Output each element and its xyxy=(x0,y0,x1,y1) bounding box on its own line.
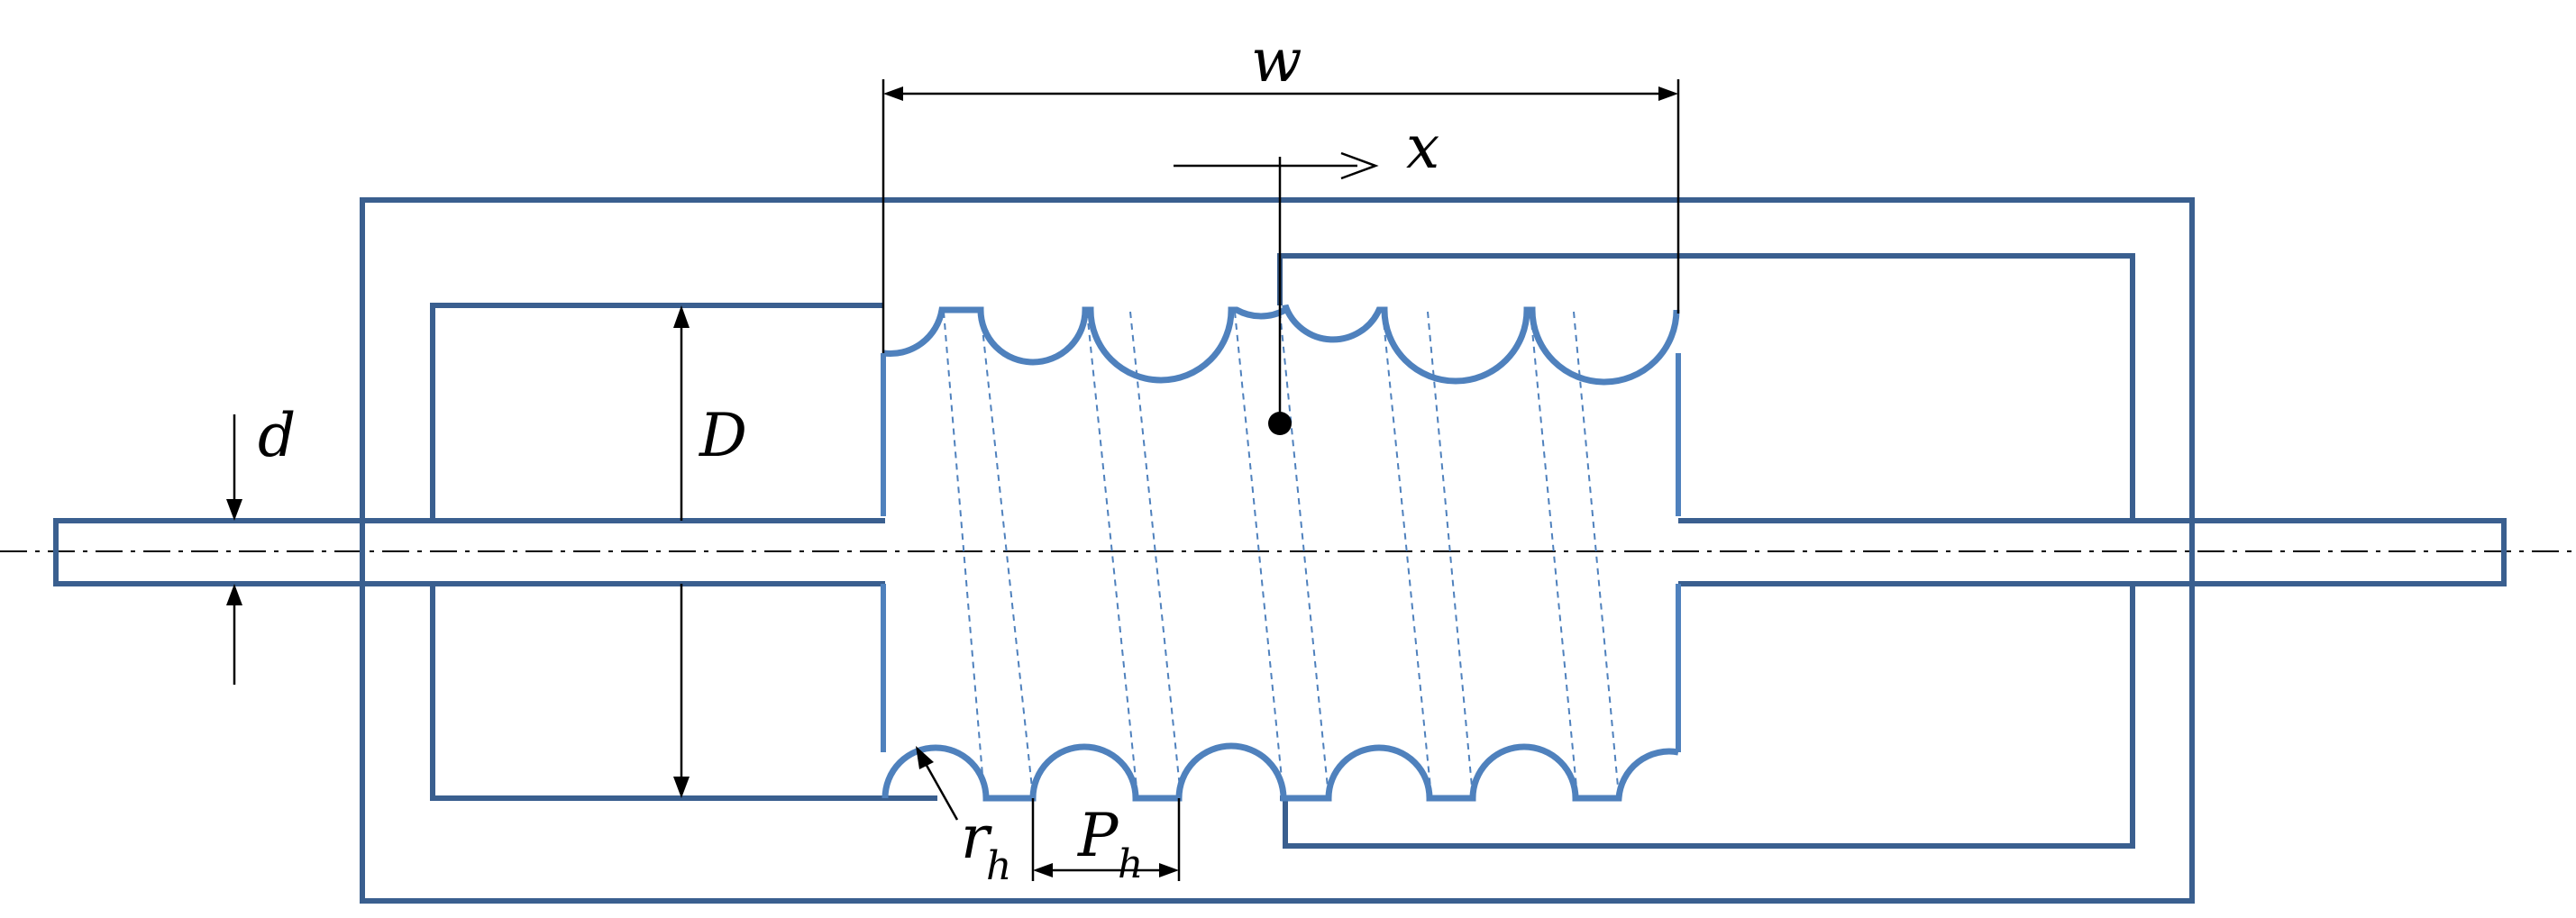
top-groove-profile xyxy=(882,304,1680,386)
nut-diameter-dimension xyxy=(673,305,690,798)
right-inner-cavity-top xyxy=(1277,253,2135,521)
label-r: r xyxy=(961,803,992,872)
label-x: x xyxy=(1406,113,1439,182)
label-w: w xyxy=(1251,26,1302,95)
displacement-marker xyxy=(1174,151,1379,435)
label-d: d xyxy=(258,401,296,470)
label-r-subscript: h xyxy=(986,843,1011,889)
pitch-dimension xyxy=(1031,798,1181,881)
bottom-groove-profile xyxy=(882,742,1679,802)
shaft xyxy=(53,518,2507,586)
width-dimension xyxy=(882,79,1680,353)
left-inner-cavity-bottom xyxy=(430,584,937,801)
label-D: D xyxy=(699,401,747,470)
outer-housing xyxy=(360,197,2195,904)
shaft-diameter-dimension xyxy=(226,414,242,685)
label-P: P xyxy=(1077,801,1119,870)
right-inner-cavity-bottom xyxy=(1280,584,2135,849)
helix-lines xyxy=(943,311,1620,797)
left-inner-cavity-top xyxy=(430,303,883,521)
groove-radius-leader xyxy=(916,746,959,821)
label-P-subscript: h xyxy=(1118,841,1143,887)
